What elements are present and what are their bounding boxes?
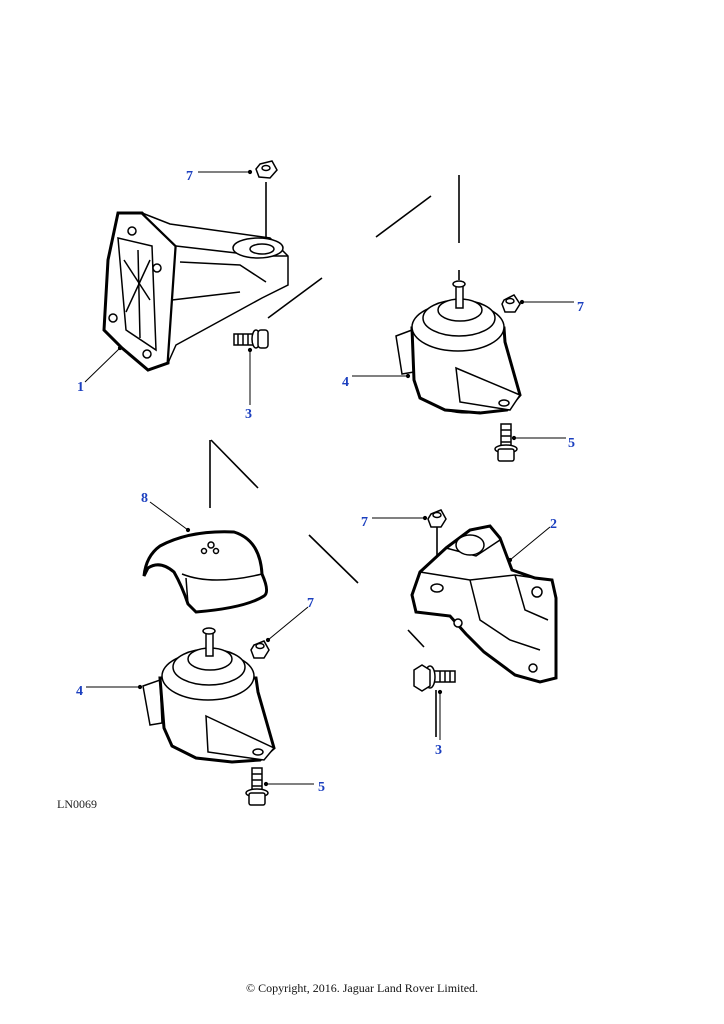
callout-5-a: 5 <box>568 436 575 451</box>
callout-3-b: 3 <box>435 743 442 758</box>
bolt-part-3-b <box>413 664 456 692</box>
callout-7-c: 7 <box>361 515 368 530</box>
callout-1: 1 <box>77 380 84 395</box>
heat-shield-part-8 <box>142 530 269 614</box>
callout-2: 2 <box>550 517 557 532</box>
nut-part-7-a <box>255 160 278 179</box>
callout-8: 8 <box>141 491 148 506</box>
leader-lines <box>84 169 574 787</box>
engine-mounting-part-4-upper <box>395 280 522 415</box>
drawing-id: LN0069 <box>57 797 97 811</box>
callout-7-d: 7 <box>307 596 314 611</box>
engine-mounting-bracket-part-1 <box>102 211 289 372</box>
callout-labels: 1 7 3 4 7 5 8 7 2 7 4 3 5 <box>76 169 584 795</box>
callout-3-a: 3 <box>245 407 252 422</box>
engine-mounting-part-4-lower <box>142 627 276 764</box>
callout-4-b: 4 <box>76 684 83 699</box>
callout-7-a: 7 <box>186 169 193 184</box>
nut-part-7-b <box>501 294 521 313</box>
bolt-part-3-a <box>233 329 269 349</box>
bolt-part-5-a <box>494 423 518 462</box>
callout-5-b: 5 <box>318 780 325 795</box>
callout-4-a: 4 <box>342 375 349 390</box>
engine-mounting-bracket-part-2 <box>410 524 558 684</box>
callout-7-b: 7 <box>577 300 584 315</box>
nut-part-7-c <box>427 509 447 528</box>
bolt-part-5-b <box>245 767 269 806</box>
copyright-notice: © Copyright, 2016. Jaguar Land Rover Lim… <box>245 981 479 995</box>
nut-part-7-d <box>250 640 270 659</box>
